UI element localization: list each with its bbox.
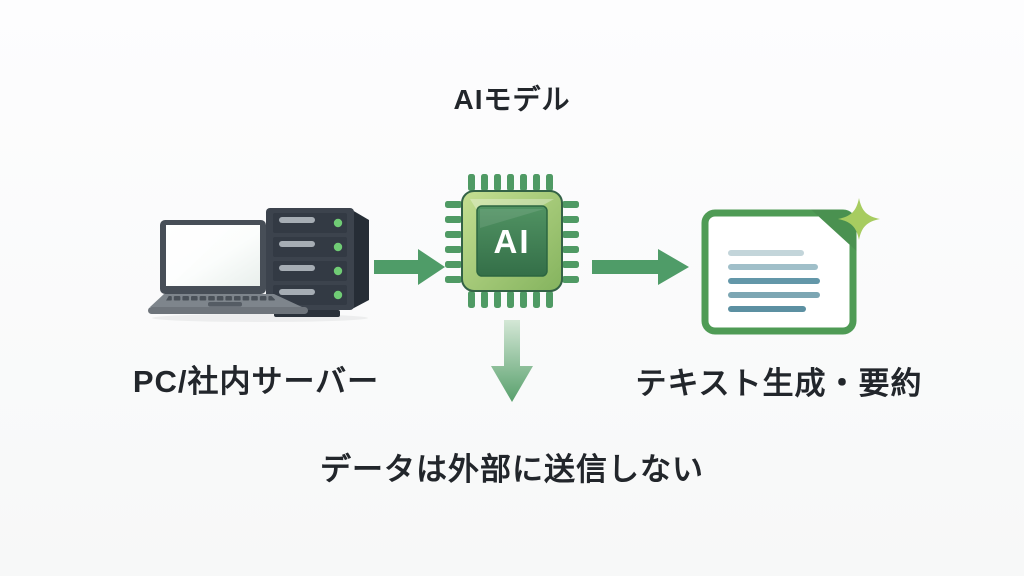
- arrow-down-icon: [491, 320, 533, 402]
- ai-chip-icon: AI: [445, 174, 579, 308]
- label-pc-server: PC/社内サーバー: [132, 364, 380, 399]
- document-icon: [701, 209, 857, 335]
- diagram-title: AIモデル: [453, 84, 571, 115]
- laptop-icon: [148, 220, 308, 314]
- arrow-right-icon: [374, 249, 445, 285]
- server-tower-icon: [266, 208, 369, 317]
- server-led: [333, 290, 343, 300]
- server-led: [333, 266, 343, 276]
- document-text-lines: [728, 250, 820, 312]
- label-no-external-data: データは外部に送信しない: [320, 452, 704, 487]
- server-led: [333, 242, 343, 252]
- chip-pins: [445, 174, 579, 308]
- touchpad: [208, 302, 242, 307]
- label-text-generation: テキスト生成・要約: [635, 366, 923, 401]
- chip-ai-label: AI: [494, 223, 531, 260]
- laptop-server-icon: [148, 208, 369, 322]
- sparkle-icon: [838, 198, 880, 240]
- server-led: [333, 218, 343, 228]
- server-bays: [273, 213, 347, 305]
- arrow-right-icon: [592, 249, 689, 285]
